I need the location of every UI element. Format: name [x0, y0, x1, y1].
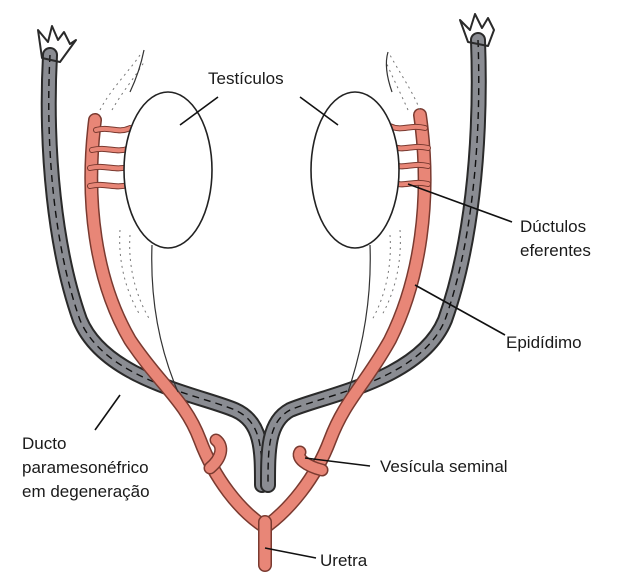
leader-uretra: [265, 548, 316, 558]
label-paramesonefrico-line1: Ducto: [22, 434, 66, 453]
label-uretra: Uretra: [320, 551, 368, 570]
leader-paramesonefrico: [95, 395, 120, 430]
label-paramesonefrico-line3: em degeneração: [22, 482, 150, 501]
label-testiculos: Testículos: [208, 69, 284, 88]
testis-suspensory-left: [130, 50, 144, 92]
testis-suspensory-right: [386, 52, 392, 92]
label-vesicula-seminal: Vesícula seminal: [380, 457, 508, 476]
paramesonephric-duct-left: [38, 26, 262, 485]
label-ductulos-line2: eferentes: [520, 241, 591, 260]
label-epididimo: Epidídimo: [506, 333, 582, 352]
testis-left: [124, 92, 212, 248]
paramesonephric-duct-right: [268, 14, 494, 485]
label-paramesonefrico-line2: paramesonéfrico: [22, 458, 149, 477]
label-ductulos-line1: Dúctulos: [520, 217, 586, 236]
